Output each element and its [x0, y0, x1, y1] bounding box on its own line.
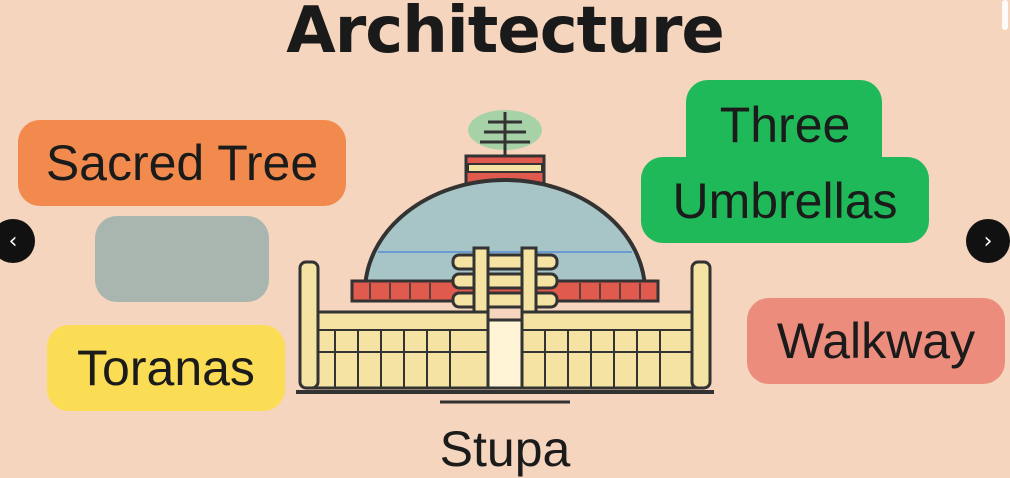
chevron-left-icon: ‹ [8, 228, 18, 254]
label-stupa: Stupa [439, 421, 571, 477]
label-three-umbrellas: Three Umbrellas [641, 88, 929, 238]
stupa-dome [362, 178, 648, 294]
umbrella-finial [468, 110, 542, 162]
prev-slide-button[interactable]: ‹ [0, 219, 35, 263]
label-walkway: Walkway [747, 298, 1005, 384]
label-three-umbrellas-line2: Umbrellas [672, 173, 898, 229]
label-blank-box [95, 216, 269, 302]
chevron-right-icon: › [983, 228, 993, 254]
label-sacred-tree-text: Sacred Tree [45, 135, 319, 191]
page-title: Architecture [286, 0, 725, 68]
label-toranas: Toranas [47, 325, 285, 411]
label-sacred-tree: Sacred Tree [18, 120, 346, 206]
label-walkway-text: Walkway [776, 313, 976, 369]
stupa-railing [296, 260, 714, 404]
scrollbar-thumb[interactable] [1002, 0, 1008, 30]
label-three-umbrellas-line1: Three [719, 97, 851, 153]
label-toranas-text: Toranas [77, 340, 255, 396]
label-three-umbrellas-bottom [641, 157, 929, 243]
next-slide-button[interactable]: › [966, 219, 1010, 263]
